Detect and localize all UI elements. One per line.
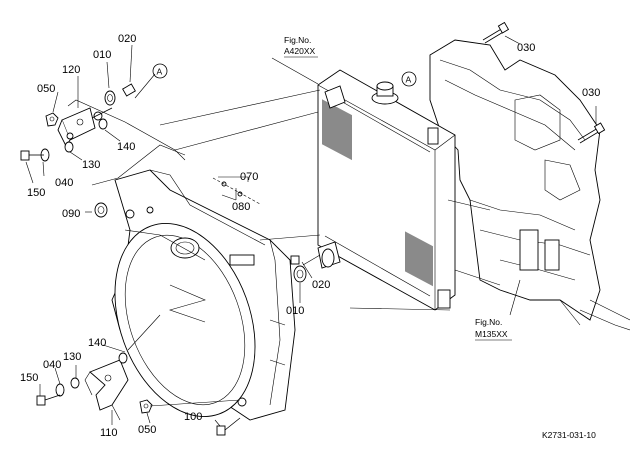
frame-fig-ref: Fig.No. M135XX	[475, 317, 512, 341]
callout-070: 070	[240, 171, 258, 183]
callout-050-top: 050	[37, 83, 55, 95]
callout-150-bottom: 150	[20, 372, 38, 384]
callout-030-top: 030	[517, 42, 535, 54]
leader-lines	[25, 35, 597, 427]
nut-050b	[139, 399, 153, 414]
callout-labels: 020 010 120 050 140 130 040 150 090 070 …	[20, 33, 600, 439]
bolt-150b	[36, 394, 61, 406]
collar-020b	[290, 255, 300, 265]
guide-lines	[67, 73, 501, 421]
callout-150-top: 150	[27, 187, 45, 199]
callout-140-bottom: 140	[88, 337, 106, 349]
bolt-100	[216, 417, 241, 436]
fan-shroud	[111, 169, 296, 421]
callout-130-top: 130	[82, 159, 100, 171]
bushing-090	[94, 202, 108, 218]
callout-040-top: 040	[55, 177, 73, 189]
callout-020-top: 020	[118, 33, 136, 45]
callout-100: 100	[184, 411, 202, 423]
svg-text:A: A	[157, 67, 163, 77]
callout-140-top: 140	[117, 141, 135, 153]
svg-text:A: A	[406, 75, 412, 85]
bolt-030-top	[482, 21, 510, 44]
bushing-010b	[293, 265, 307, 283]
callout-020-bottom: 020	[312, 279, 330, 291]
callout-120: 120	[62, 64, 80, 76]
callout-130-bottom: 130	[63, 351, 81, 363]
support-frame	[429, 39, 630, 331]
pin-140b	[118, 352, 128, 364]
washer-130a	[64, 141, 74, 153]
bolt-150a	[20, 150, 44, 161]
marker-a-right: A	[401, 71, 417, 87]
frame-fig-no: M135XX	[475, 329, 508, 339]
callout-050-bottom: 050	[138, 424, 156, 436]
upper-bracket	[57, 107, 113, 147]
collar-020a	[122, 83, 136, 97]
callout-040-bottom: 040	[43, 359, 61, 371]
marker-a-left: A	[152, 63, 168, 79]
callout-030-right: 030	[582, 87, 600, 99]
bolt-030-right	[577, 122, 606, 144]
callout-080: 080	[232, 201, 250, 213]
radiator	[317, 69, 456, 311]
drawing-code: K2731-031-10	[542, 430, 596, 440]
washer-040b	[55, 383, 65, 397]
frame-fig-label: Fig.No.	[475, 317, 502, 327]
radiator-fig-label: Fig.No.	[284, 35, 311, 45]
callout-010-bottom: 010	[286, 305, 304, 317]
callout-110: 110	[100, 427, 118, 439]
pin-140a	[98, 118, 108, 130]
lower-bracket	[84, 359, 129, 411]
nut-050a	[45, 112, 59, 127]
washer-130b	[70, 377, 80, 389]
seal-080	[212, 177, 261, 205]
callout-010-top: 010	[93, 49, 111, 61]
callout-090: 090	[62, 208, 80, 220]
radiator-fig-ref: Fig.No. A420XX	[284, 35, 318, 58]
radiator-fig-no: A420XX	[284, 46, 316, 56]
bushing-010a	[104, 90, 116, 106]
